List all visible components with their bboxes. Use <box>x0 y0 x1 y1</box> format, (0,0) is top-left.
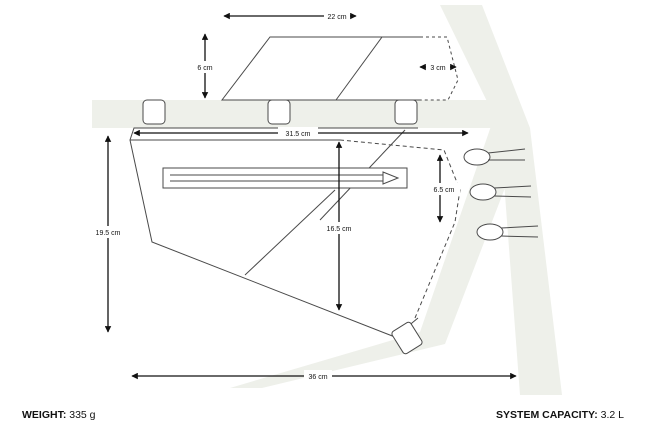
side-strap-3 <box>476 223 539 241</box>
label-frame-top-length: 31.5 cm <box>286 131 311 138</box>
label-bottom-length: 36 cm <box>308 374 327 381</box>
side-strap-2 <box>469 183 532 201</box>
label-frame-height: 19.5 cm <box>96 230 121 237</box>
zipper <box>162 167 408 189</box>
weight-value: 335 g <box>69 409 96 421</box>
strap-right <box>394 99 418 125</box>
side-strap-1 <box>463 148 526 166</box>
top-tube-bag <box>142 36 459 125</box>
strap-middle <box>267 99 291 125</box>
label-top-bag-height: 6 cm <box>197 65 212 72</box>
weight-label: WEIGHT: <box>22 409 67 421</box>
label-inner-height: 16.5 cm <box>327 226 352 233</box>
dimension-lines <box>104 12 517 380</box>
label-side-depth: 6.5 cm <box>433 187 454 194</box>
label-top-bag-depth: 3 cm <box>430 65 445 72</box>
capacity-label: SYSTEM CAPACITY: <box>496 409 598 421</box>
weight-spec: WEIGHT: 335 g <box>22 409 96 421</box>
bottom-buckle <box>391 321 423 355</box>
side-straps <box>463 148 539 241</box>
capacity-value: 3.2 L <box>600 409 624 421</box>
frame-bag <box>129 127 461 355</box>
label-top-bag-width: 22 cm <box>327 14 346 21</box>
strap-left <box>142 99 166 125</box>
bike-frame <box>92 5 562 395</box>
seat-tube <box>440 5 562 395</box>
capacity-spec: SYSTEM CAPACITY: 3.2 L <box>496 409 624 421</box>
zipper-pull-icon <box>382 171 400 185</box>
down-tube <box>230 100 528 388</box>
dimension-labels: 22 cm 6 cm 3 cm 31.5 cm 19.5 cm 16.5 cm … <box>86 10 460 382</box>
